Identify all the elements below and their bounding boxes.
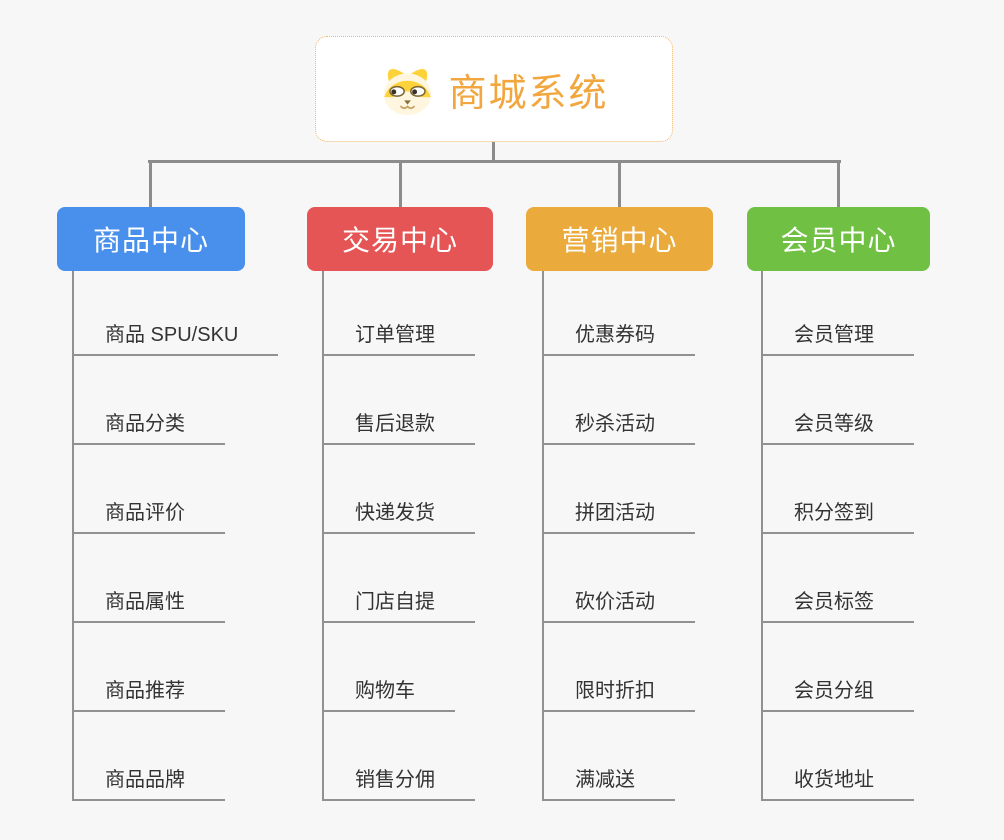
leaf-node-product-center-5[interactable]: 商品品牌 (72, 759, 225, 801)
connector-drop-marketing-center (618, 160, 621, 208)
leaf-node-marketing-center-2[interactable]: 拼团活动 (542, 492, 695, 534)
leaf-node-marketing-center-1[interactable]: 秒杀活动 (542, 403, 695, 445)
root-node[interactable]: 商城系统 (315, 36, 673, 142)
leaf-node-product-center-2[interactable]: 商品评价 (72, 492, 225, 534)
leaf-node-member-center-1[interactable]: 会员等级 (761, 403, 914, 445)
branch-node-trade-center[interactable]: 交易中心 (307, 207, 493, 271)
dog-face-icon (384, 68, 432, 115)
leaf-node-trade-center-2[interactable]: 快递发货 (322, 492, 475, 534)
leaf-node-trade-center-0[interactable]: 订单管理 (322, 314, 475, 356)
leaf-node-member-center-0[interactable]: 会员管理 (761, 314, 914, 356)
branch-node-member-center[interactable]: 会员中心 (747, 207, 930, 271)
connector-drop-trade-center (399, 160, 402, 208)
leaf-node-marketing-center-3[interactable]: 砍价活动 (542, 581, 695, 623)
connector-trunk-product-center (72, 271, 74, 801)
leaf-node-member-center-2[interactable]: 积分签到 (761, 492, 914, 534)
leaf-node-trade-center-4[interactable]: 购物车 (322, 670, 455, 712)
leaf-node-member-center-3[interactable]: 会员标签 (761, 581, 914, 623)
leaf-node-trade-center-3[interactable]: 门店自提 (322, 581, 475, 623)
leaf-node-marketing-center-5[interactable]: 满减送 (542, 759, 675, 801)
branch-node-marketing-center[interactable]: 营销中心 (526, 207, 713, 271)
connector-root-stem (492, 142, 495, 162)
connector-drop-member-center (837, 160, 840, 208)
connector-trunk-trade-center (322, 271, 324, 801)
leaf-node-member-center-5[interactable]: 收货地址 (761, 759, 914, 801)
connector-trunk-member-center (761, 271, 763, 801)
leaf-node-member-center-4[interactable]: 会员分组 (761, 670, 914, 712)
leaf-node-trade-center-1[interactable]: 售后退款 (322, 403, 475, 445)
leaf-node-marketing-center-0[interactable]: 优惠券码 (542, 314, 695, 356)
branch-node-product-center[interactable]: 商品中心 (57, 207, 245, 271)
leaf-node-trade-center-5[interactable]: 销售分佣 (322, 759, 475, 801)
connector-bus (148, 160, 841, 163)
connector-trunk-marketing-center (542, 271, 544, 801)
leaf-node-product-center-4[interactable]: 商品推荐 (72, 670, 225, 712)
leaf-node-product-center-0[interactable]: 商品 SPU/SKU (72, 314, 279, 356)
leaf-node-product-center-1[interactable]: 商品分类 (72, 403, 225, 445)
leaf-node-product-center-3[interactable]: 商品属性 (72, 581, 225, 623)
leaf-node-marketing-center-4[interactable]: 限时折扣 (542, 670, 695, 712)
root-title: 商城系统 (448, 72, 609, 115)
connector-drop-product-center (149, 160, 152, 208)
